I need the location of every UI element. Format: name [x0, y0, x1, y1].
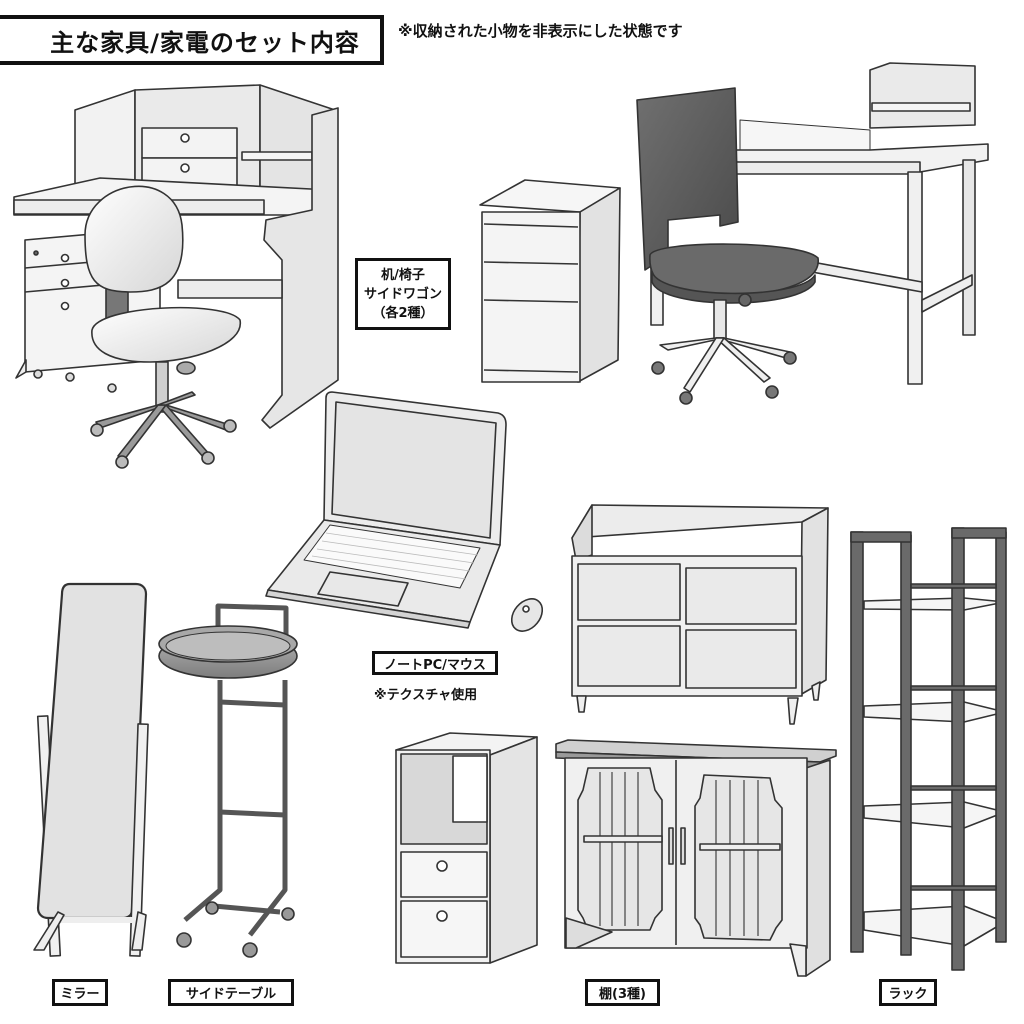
label-laptop-mouse: ノートPC/マウス: [372, 651, 498, 675]
side-table-tray: [158, 625, 298, 958]
label-side-wagon: サイドワゴン: [363, 286, 442, 302]
side-wagon-2: [479, 179, 621, 383]
glass-door-cabinet: [555, 739, 837, 977]
page-title-box: 主な家具/家電のセット内容: [0, 15, 384, 65]
chair-2: [636, 87, 819, 405]
chair-1: [84, 185, 241, 469]
texture-note: ※テクスチャ使用: [374, 688, 478, 703]
mouse: [510, 598, 544, 632]
page-title: 主な家具/家電のセット内容: [50, 28, 360, 57]
label-two-types: （各2種）: [372, 305, 434, 321]
hidden-items-note: ※収納された小物を非表示にした状態です: [398, 22, 683, 40]
label-mirror: ミラー: [52, 979, 108, 1006]
label-rack: ラック: [879, 979, 937, 1006]
side-table-cart: [183, 603, 289, 937]
label-shelf: 棚(3種): [585, 979, 660, 1006]
low-cabinet: [571, 504, 829, 725]
label-desk-chair: 机/椅子: [381, 267, 425, 283]
rack: [850, 527, 1007, 971]
label-side-table: サイドテーブル: [168, 979, 294, 1006]
open-cube-shelf: [395, 732, 538, 964]
standing-mirror: [33, 582, 149, 957]
laptop: [265, 391, 507, 629]
label-desk-chair-wagon: 机/椅子 サイドワゴン （各2種）: [355, 258, 451, 330]
